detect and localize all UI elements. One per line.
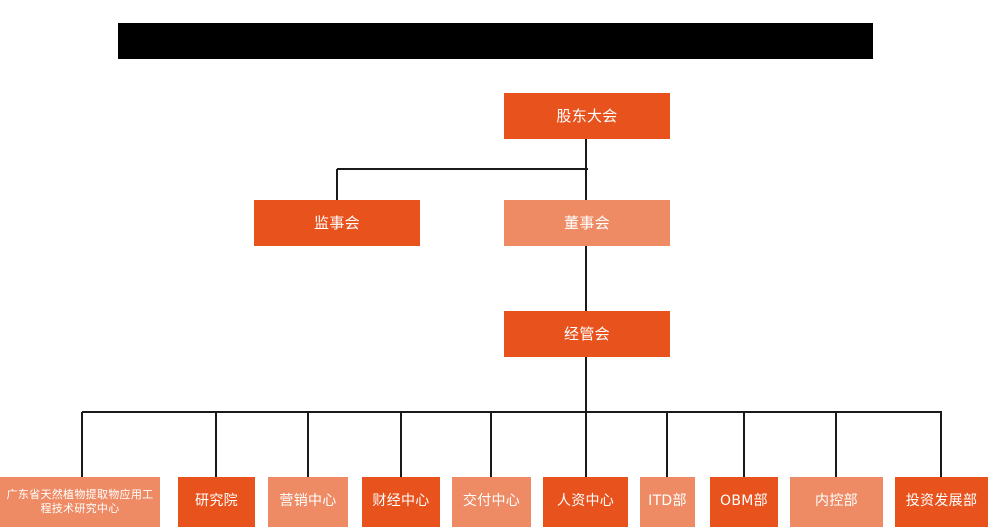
- org-node-label-supervisors: 监事会: [314, 213, 360, 232]
- drop-institute: [215, 412, 217, 477]
- org-node-rd-center[interactable]: 广东省天然植物提取物应用工程技术研究中心: [0, 477, 160, 527]
- org-node-institute[interactable]: 研究院: [178, 477, 255, 527]
- org-node-label-investment: 投资发展部: [905, 493, 978, 510]
- org-node-label-institute: 研究院: [195, 493, 238, 510]
- directors-drop: [585, 169, 587, 200]
- org-node-delivery[interactable]: 交付中心: [452, 477, 531, 527]
- redacted-title-bar: [118, 23, 873, 59]
- directors-to-mgmt-stem: [585, 246, 587, 311]
- org-node-investment[interactable]: 投资发展部: [895, 477, 988, 527]
- management-stem: [585, 357, 587, 412]
- org-node-finance[interactable]: 财经中心: [362, 477, 440, 527]
- drop-obm: [743, 412, 745, 477]
- org-node-label-internal: 内控部: [815, 493, 858, 510]
- org-node-supervisors[interactable]: 监事会: [254, 200, 420, 246]
- org-node-label-directors: 董事会: [564, 213, 610, 232]
- level2-bus: [337, 168, 588, 170]
- supervisors-drop: [336, 169, 338, 200]
- drop-hr: [585, 412, 587, 477]
- org-node-label-marketing: 营销中心: [279, 493, 337, 510]
- drop-internal: [835, 412, 837, 477]
- org-node-marketing[interactable]: 营销中心: [268, 477, 348, 527]
- org-node-shareholders[interactable]: 股东大会: [504, 93, 670, 139]
- drop-itd: [666, 412, 668, 477]
- drop-finance: [400, 412, 402, 477]
- org-node-hr[interactable]: 人资中心: [543, 477, 628, 527]
- departments-bus: [82, 411, 942, 413]
- org-node-obm[interactable]: OBM部: [710, 477, 778, 527]
- org-node-management[interactable]: 经管会: [504, 311, 670, 357]
- drop-delivery: [490, 412, 492, 477]
- drop-marketing: [307, 412, 309, 477]
- org-node-label-itd: ITD部: [648, 493, 687, 510]
- drop-rd-center: [81, 412, 83, 477]
- org-node-label-shareholders: 股东大会: [556, 106, 618, 125]
- shareholders-stem: [585, 139, 587, 170]
- org-node-label-finance: 财经中心: [372, 493, 430, 510]
- drop-investment: [940, 412, 942, 477]
- org-node-label-rd-center: 广东省天然植物提取物应用工程技术研究中心: [6, 488, 154, 515]
- org-node-directors[interactable]: 董事会: [504, 200, 670, 246]
- org-node-label-delivery: 交付中心: [462, 493, 521, 510]
- org-node-internal[interactable]: 内控部: [790, 477, 883, 527]
- org-node-label-hr: 人资中心: [556, 493, 615, 510]
- org-node-label-management: 经管会: [564, 324, 610, 343]
- org-node-label-obm: OBM部: [720, 493, 768, 510]
- org-node-itd[interactable]: ITD部: [640, 477, 695, 527]
